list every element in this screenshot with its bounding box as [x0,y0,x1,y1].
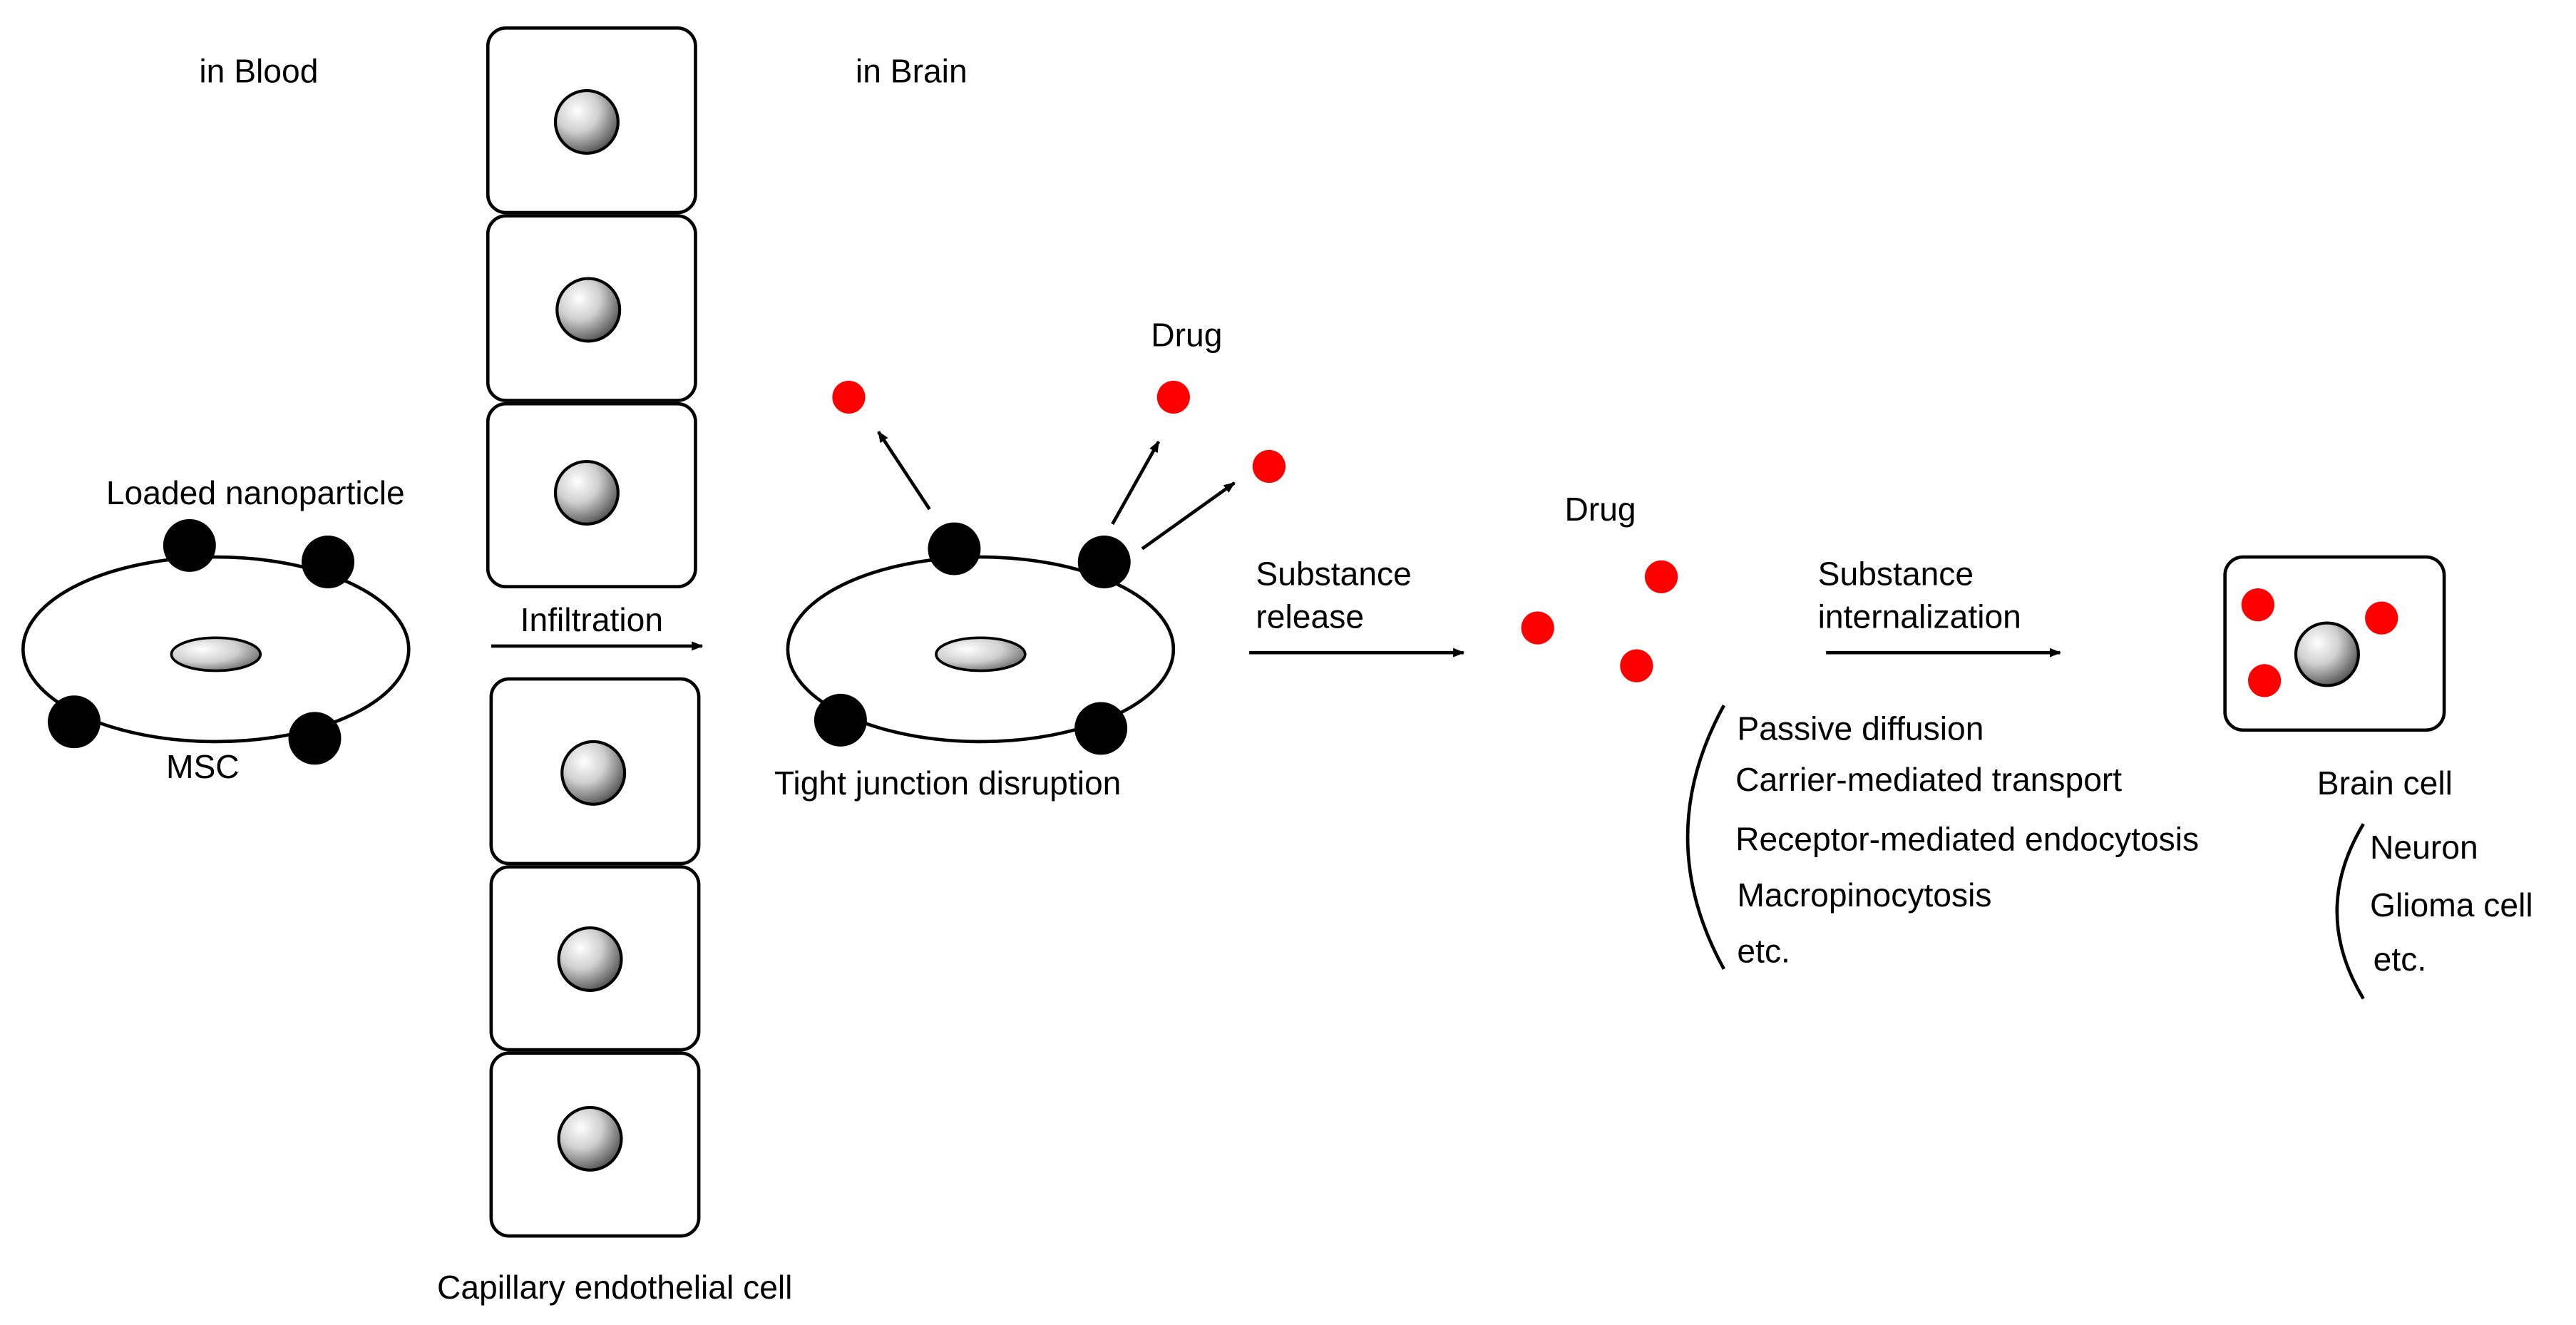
bracket-mechanisms [1685,704,1725,970]
label-capillary: Capillary endothelial cell [437,1269,792,1306]
msc-nucleus [935,636,1027,672]
drug-icon [1252,449,1286,484]
label-in-brain: in Brain [856,53,968,90]
endothelial-nucleus [557,1105,623,1172]
endothelial-nucleus [557,926,623,992]
brain-cell [2223,555,2446,732]
drug-icon [1156,380,1190,414]
label-substance-internalization-2: internalization [1818,598,2021,635]
arrow-release [1111,440,1161,526]
nanoparticle-icon [288,712,342,765]
label-in-blood: in Blood [199,53,318,90]
label-loaded-nanoparticle: Loaded nanoparticle [106,474,405,511]
cell-type-item: Neuron [2370,829,2478,866]
endothelial-nucleus [560,740,627,806]
endothelial-nucleus [553,89,620,155]
endothelial-column [486,26,701,1238]
nanoparticle-icon [814,693,867,747]
drug-icon [832,380,866,414]
label-substance-release-2: release [1256,598,1364,635]
label-brain-cell: Brain cell [2317,764,2453,802]
nanoparticle-icon [928,522,981,575]
cell-type-item: Glioma cell [2370,886,2533,924]
label-substance-release-1: Substance [1256,555,1411,592]
endothelial-nucleus [555,277,622,343]
nanoparticle-icon [163,518,216,572]
brain-cell-nucleus [2294,621,2360,687]
drug-icon [2241,588,2274,622]
drug-icon [2365,601,2398,635]
nanoparticle-icon [302,536,354,589]
label-infiltration: Infiltration [520,601,663,638]
label-tight-junction: Tight junction disruption [774,764,1122,802]
msc-blood [21,518,411,765]
arrow-release [877,431,931,511]
arrow-release [1141,481,1236,551]
label-drug-top: Drug [1151,316,1222,353]
drug-icon [1521,611,1554,645]
drug-icon [1644,560,1678,593]
nanoparticle-icon [1077,536,1131,589]
mechanism-item: Macropinocytosis [1737,876,1991,914]
nanoparticle-icon [1074,702,1128,755]
mechanism-item: etc. [1737,933,1790,970]
label-substance-internalization-1: Substance [1818,555,1974,592]
mechanism-item: Carrier-mediated transport [1735,761,2122,798]
drug-icon [2247,664,2282,697]
nanoparticle-icon [48,695,101,749]
msc-nucleus [170,636,262,672]
msc-brain [786,522,1176,755]
drug-icon [1620,649,1653,682]
label-msc: MSC [166,748,240,785]
endothelial-nucleus [553,459,620,526]
cell-type-item: etc. [2374,941,2427,978]
label-drug-mid: Drug [1564,491,1636,528]
mechanism-item: Passive diffusion [1737,710,1984,747]
mechanism-item: Receptor-mediated endocytosis [1735,820,2199,857]
bracket-cell-types [2335,823,2365,1000]
